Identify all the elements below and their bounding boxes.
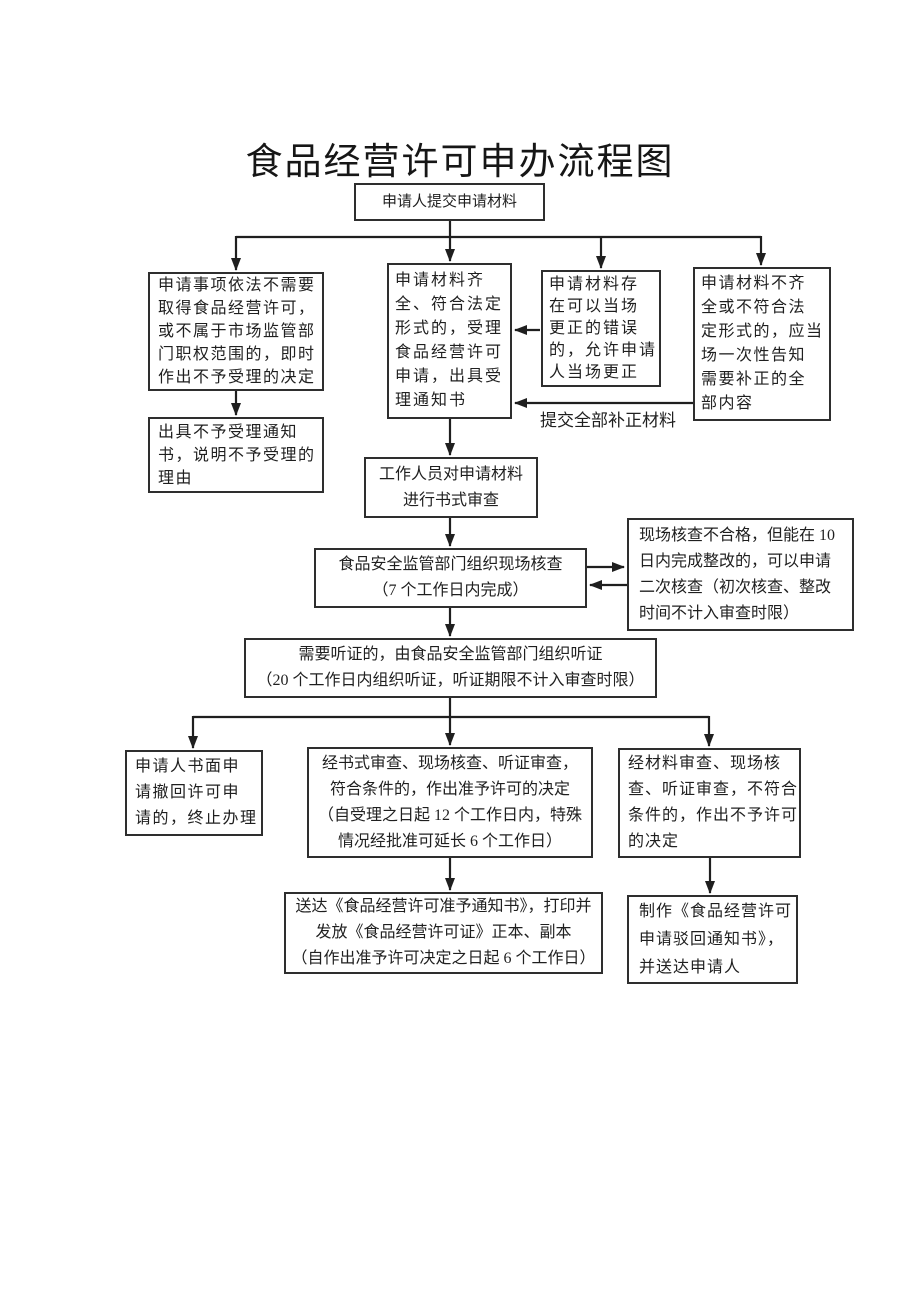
flow-node-rejection-make: 制作《食品经营许可申请驳回通知书》，并送达申请人 — [627, 895, 798, 984]
flow-node-not-accept: 申请事项依法不需要取得食品经营许可，或不属于市场监管部门职权范围的，即时作出不予… — [148, 272, 324, 391]
flow-node-deny: 经材料审查、现场核查、听证审查，不符合条件的，作出不予许可的决定 — [618, 748, 801, 858]
flow-node-incomplete: 申请材料不齐全或不符合法定形式的，应当场一次性告知需要补正的全部内容 — [693, 267, 831, 421]
flow-node-onsite-correction: 申请材料存在可以当场更正的错误的，允许申请人当场更正 — [541, 270, 661, 387]
edge-label-resubmit: 提交全部补正材料 — [540, 411, 676, 430]
flow-node-approve: 经书式审查、现场核查、听证审查，符合条件的，作出准予许可的决定（自受理之日起 1… — [307, 747, 593, 858]
flow-node-accept: 申请材料齐全、符合法定形式的，受理食品经营许可申请，出具受理通知书 — [387, 263, 512, 419]
flow-node-withdraw: 申请人书面申请撤回许可申请的，终止办理 — [125, 750, 263, 836]
flow-node-written-review: 工作人员对申请材料进行书式审查 — [364, 457, 538, 518]
flow-node-onsite-check: 食品安全监管部门组织现场核查（7 个工作日内完成） — [314, 548, 587, 608]
flow-node-deliver: 送达《食品经营许可准予通知书》，打印并发放《食品经营许可证》正本、副本（自作出准… — [284, 892, 603, 974]
flow-node-hearing: 需要听证的，由食品安全监管部门组织听证（20 个工作日内组织听证，听证期限不计入… — [244, 638, 657, 698]
flow-node-not-accept-notice: 出具不予受理通知书，说明不予受理的理由 — [148, 417, 324, 493]
flow-node-start: 申请人提交申请材料 — [354, 183, 545, 221]
page-title: 食品经营许可申办流程图 — [245, 142, 675, 183]
